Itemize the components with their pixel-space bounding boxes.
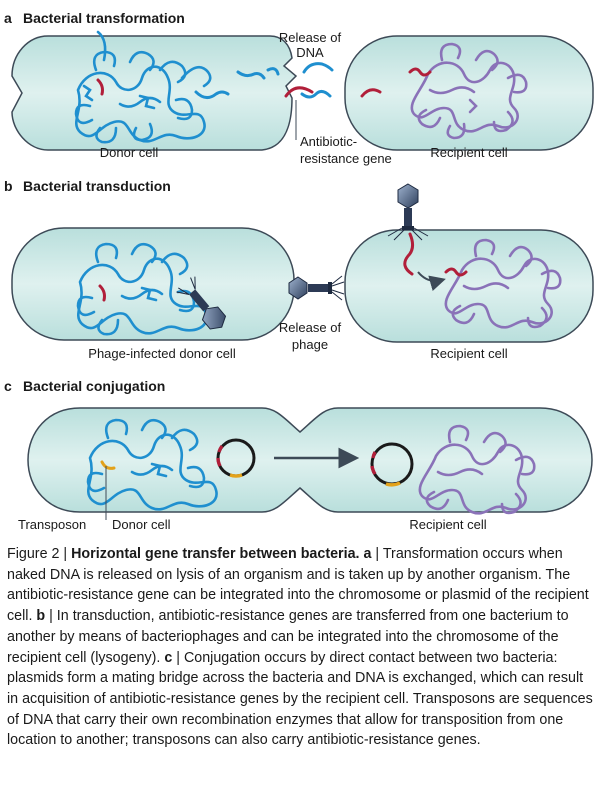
recipient-cell-label-a: Recipient cell [430, 145, 507, 160]
figure-caption: Figure 2 | Horizontal gene transfer betw… [7, 544, 595, 751]
recipient-chromosome-a [410, 42, 528, 140]
panel-c-letter: c [4, 378, 12, 394]
integrated-resistance-gene-a [408, 67, 432, 77]
donor-chromosome-a [74, 30, 212, 144]
caption-c-text: | Conjugation occurs by direct contact b… [7, 649, 593, 749]
plasmid-donor [216, 438, 256, 478]
donor-cell-a [11, 35, 298, 151]
injected-dna-b [403, 232, 415, 276]
phage-inside-donor [176, 276, 227, 330]
plasmid-recipient [370, 442, 414, 487]
recipient-cell-a [344, 35, 594, 151]
resistance-gene-label-line1: Antibiotic- [300, 134, 357, 149]
recipient-cell-b [344, 229, 594, 343]
recipient-chromosome-c [418, 424, 536, 515]
caption-prefix: Figure 2 | [7, 546, 72, 562]
donor-cell-label-b: Phage-infected donor cell [88, 346, 236, 361]
integration-arrow-b [417, 271, 446, 291]
caption-b-label: b [36, 608, 46, 625]
panel-a-letter: a [4, 10, 12, 26]
integrated-resistance-gene-b [444, 267, 468, 277]
panel-a: a Bacterial transformation [4, 10, 594, 166]
figure-diagram: a Bacterial transformation [4, 10, 594, 532]
panel-b: b Bacterial transduction Release of phag… [4, 178, 594, 361]
donor-cell-b [11, 227, 295, 341]
recipient-cell-label-b: Recipient cell [430, 346, 507, 361]
caption-c-label: c [164, 649, 173, 666]
panel-a-title: Bacterial transformation [23, 10, 185, 26]
caption-a-text: | Transformation occurs when naked DNA i… [7, 546, 589, 625]
panel-c: c Bacterial conjugation [4, 378, 593, 532]
recipient-chromosome-b [444, 238, 562, 329]
free-dna-fragments-a [194, 62, 334, 99]
donor-cell-label-c: Donor cell [112, 517, 171, 532]
released-resistance-gene-a [284, 86, 314, 98]
resistance-gene-label-line2: resistance gene [300, 151, 392, 166]
release-phage-label-line1: Release of [279, 320, 342, 335]
recipient-cell-label-c: Recipient cell [409, 517, 486, 532]
release-dna-label-line1: Release of [279, 30, 342, 45]
phage-attached-recipient [387, 183, 429, 241]
resistance-gene-donor-a [96, 78, 104, 96]
transposon-label: Transposon [18, 517, 86, 532]
panel-b-letter: b [4, 178, 13, 194]
caption-b-text: | In transduction, antibiotic-resistance… [7, 608, 569, 666]
release-phage-label-line2: phage [292, 337, 328, 352]
released-phage [288, 275, 345, 301]
caption-a-label: a [363, 546, 372, 562]
donor-chromosome-c [86, 418, 218, 511]
transposon-donor-c [100, 460, 116, 470]
resistance-gene-donor-b [98, 284, 106, 302]
incoming-resistance-gene-a [360, 88, 382, 98]
panel-c-title: Bacterial conjugation [23, 378, 165, 394]
panel-b-title: Bacterial transduction [23, 178, 171, 194]
caption-title: Horizontal gene transfer between bacteri… [71, 546, 360, 562]
donor-cell-label-a: Donor cell [100, 145, 159, 160]
release-dna-label-line2: DNA [296, 45, 324, 60]
